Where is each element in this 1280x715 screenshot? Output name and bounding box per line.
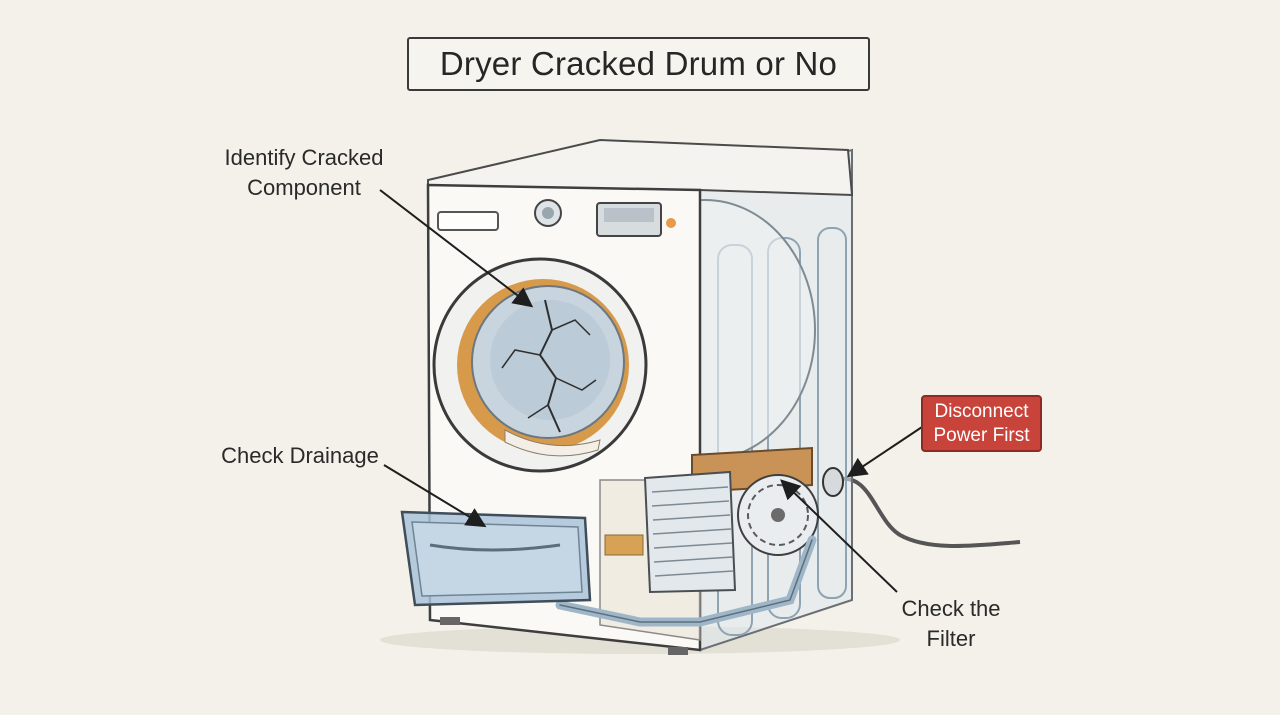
drain-pipe-outline	[559, 539, 813, 623]
side-rib	[817, 227, 847, 599]
callout-filter: Check the Filter	[881, 594, 1021, 654]
title-box: Dryer Cracked Drum or No	[407, 37, 870, 91]
arrow-identify	[379, 189, 534, 308]
arrow-drainage	[383, 464, 487, 528]
warning-badge-power: Disconnect Power First	[921, 395, 1042, 452]
callout-filter-line2: Filter	[926, 626, 976, 651]
dryer-foot	[440, 617, 460, 625]
power-cord	[835, 476, 1021, 548]
dryer-foot	[668, 647, 688, 655]
drum-crack	[501, 349, 541, 369]
callout-identify: Identify Cracked Component	[214, 143, 394, 203]
drum-back	[490, 300, 610, 420]
callout-drainage: Check Drainage	[210, 441, 390, 471]
display-screen	[604, 208, 654, 222]
fan-hub	[771, 508, 785, 522]
filter-lines	[651, 486, 734, 577]
drum-crack	[527, 404, 549, 419]
indicator-light	[666, 218, 676, 228]
callout-identify-line2: Component	[247, 175, 361, 200]
knob-center	[542, 207, 554, 219]
callout-filter-line1: Check the	[901, 596, 1001, 621]
arrow-power	[846, 424, 926, 478]
warning-line1: Disconnect	[934, 400, 1029, 422]
warning-line2: Power First	[933, 424, 1030, 446]
arrow-filter	[780, 479, 898, 593]
power-socket	[822, 467, 844, 497]
fan-blades	[747, 484, 809, 546]
callout-drainage-line1: Check Drainage	[221, 443, 379, 468]
drum-crack	[538, 299, 561, 433]
diagram-title: Dryer Cracked Drum or No	[439, 45, 838, 82]
drum-crack	[555, 377, 597, 391]
callout-identify-line1: Identify Cracked	[224, 145, 384, 170]
drum-crack	[551, 319, 591, 336]
drawer-handle	[429, 543, 561, 552]
lower-block	[604, 534, 644, 556]
drawer-inner	[411, 521, 583, 597]
detergent-slot	[437, 211, 499, 231]
drum-lint	[504, 429, 601, 457]
